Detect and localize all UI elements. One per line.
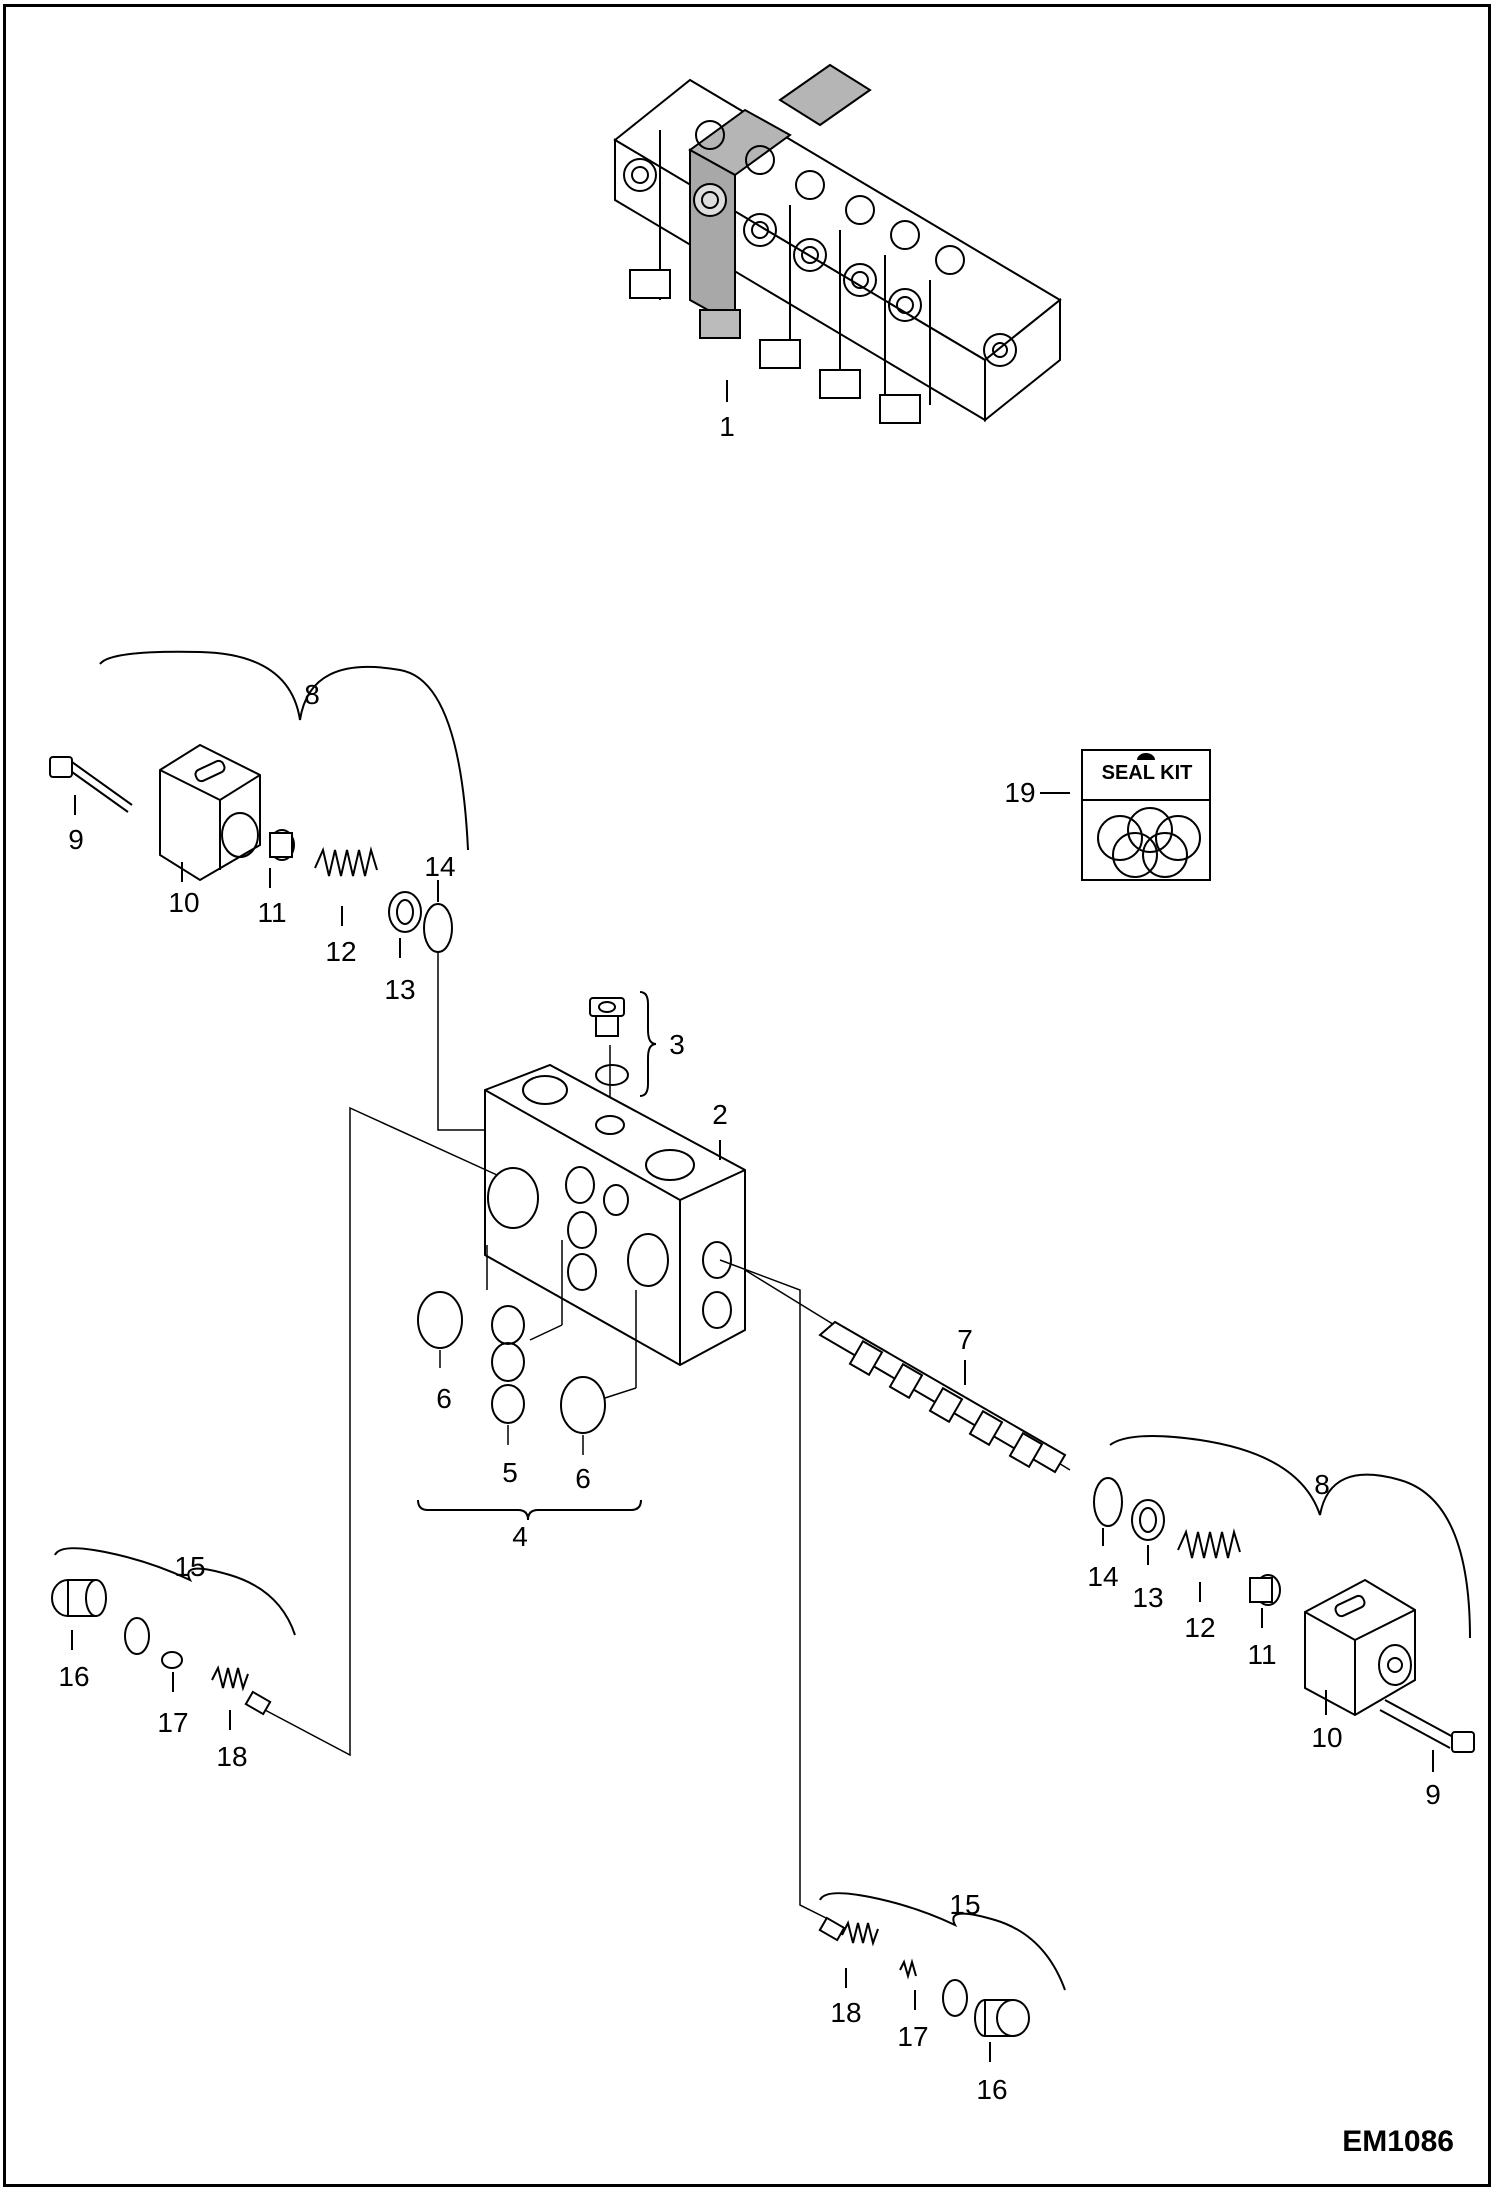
callout-15-right: 15 (949, 1889, 981, 1920)
callout-9-right: 9 (1425, 1779, 1441, 1810)
cap-10-left (159, 743, 261, 882)
spring-12-right (1177, 1528, 1241, 1559)
bracket-15-right (819, 1892, 1066, 1991)
callout-1: 1 (719, 411, 735, 442)
callout-6-left: 6 (436, 1383, 452, 1414)
washer-13-left (388, 891, 422, 933)
callout-12-left: 12 (325, 936, 357, 967)
spring-18-left (211, 1665, 272, 1716)
callout-8-right: 8 (1314, 1469, 1330, 1500)
oring-15-left (124, 1617, 150, 1655)
oring-3 (595, 1064, 629, 1086)
spring-12-left (314, 846, 378, 877)
callout-9-left: 9 (68, 824, 84, 855)
drawing-frame (3, 4, 1491, 2187)
spring-seat-11-right (1249, 1574, 1281, 1606)
washer-13-right (1131, 1499, 1165, 1541)
callout-17-left: 17 (157, 1707, 189, 1738)
valve-assembly-illustration (613, 63, 1062, 424)
callout-13-left: 13 (384, 974, 416, 1005)
callout-14-left: 14 (424, 851, 456, 882)
callout-19: 19 (1004, 777, 1036, 808)
callout-17-right: 17 (897, 2021, 929, 2052)
bracket-4 (417, 1499, 642, 1521)
callout-12-right: 12 (1184, 1612, 1216, 1643)
plug-3 (589, 997, 625, 1037)
drawing-id: EM1086 (1342, 2125, 1454, 2158)
callout-14-right: 14 (1087, 1561, 1119, 1592)
callout-10-left: 10 (168, 887, 200, 918)
oring-15-right (942, 1979, 968, 2017)
poppet-17-right (899, 1958, 917, 1980)
spring-seat-11-left (269, 829, 295, 861)
callout-5: 5 (502, 1457, 518, 1488)
bracket-8-top (99, 650, 469, 851)
spring-18-right (818, 1916, 879, 1947)
callout-10-right: 10 (1311, 1722, 1343, 1753)
seal-kit-box (1081, 749, 1211, 881)
plug-16-right (974, 1999, 1030, 2037)
callout-16-left: 16 (58, 1661, 90, 1692)
orings-4 (417, 1291, 606, 1434)
callout-2: 2 (712, 1099, 728, 1130)
callout-11-left: 11 (257, 897, 287, 928)
oring-14-right (1093, 1477, 1123, 1527)
oring-14-left (423, 903, 453, 953)
seal-kit-label: SEAL KIT (1101, 762, 1193, 784)
plug-16-left (51, 1579, 107, 1617)
callout-7: 7 (957, 1324, 973, 1355)
callout-11-right: 11 (1247, 1639, 1277, 1670)
spool-7 (818, 1320, 1067, 1474)
leaders-4 (439, 1240, 637, 1455)
callout-13-right: 13 (1132, 1582, 1164, 1613)
callout-18-right: 18 (830, 1997, 862, 2028)
bracket-15-left (54, 1547, 296, 1636)
callout-18-left: 18 (216, 1741, 248, 1772)
callout-15-left: 15 (174, 1551, 206, 1582)
callout-6-right: 6 (575, 1463, 591, 1494)
valve-section-body-2 (484, 1063, 746, 1367)
bolt-9-left (49, 756, 133, 813)
callout-3: 3 (669, 1029, 685, 1060)
assembly-guide-lines (264, 952, 1071, 1921)
bracket-3 (639, 991, 657, 1097)
callout-4: 4 (512, 1521, 528, 1552)
cap-10-right (1304, 1578, 1416, 1717)
bolt-9-right (1379, 1699, 1475, 1753)
callout-16-right: 16 (976, 2074, 1008, 2105)
poppet-17-left (161, 1651, 183, 1669)
bracket-8-right (1109, 1435, 1471, 1639)
callout-8-top: 8 (304, 679, 320, 710)
